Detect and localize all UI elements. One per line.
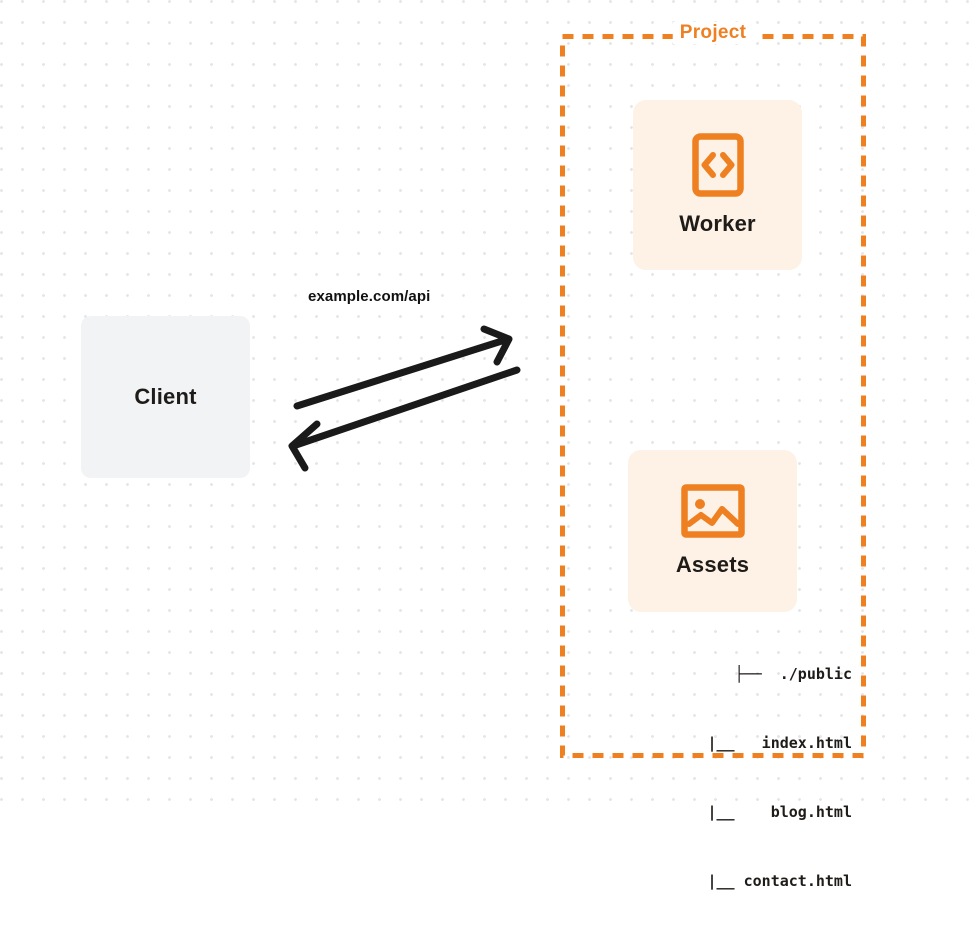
client-label: Client [134, 384, 197, 409]
card-worker[interactable]: Worker [633, 100, 802, 270]
project-title: Project [672, 22, 754, 44]
file-tree-row: |__ blog.html [707, 803, 853, 821]
card-assets-label: Assets [675, 552, 750, 577]
file-tree-row: ├── ./public [734, 665, 852, 683]
response-arrow [288, 366, 521, 472]
file-tree-row: |__ contact.html [707, 872, 853, 890]
client-box: Client [81, 316, 250, 478]
image-icon [680, 484, 745, 538]
file-tree: ├── ./public |__ index.html |__ blog.htm… [604, 617, 853, 939]
diagram-canvas: Client example.com/api Project Worker [0, 0, 980, 890]
card-worker-label: Worker [679, 211, 756, 236]
file-tree-row: |__ index.html [707, 734, 853, 752]
card-assets[interactable]: Assets [628, 450, 797, 612]
connection-label: example.com/api [308, 288, 431, 305]
project-container: Project Worker Assets ├── ./public |__ i… [560, 22, 866, 890]
request-arrow [293, 325, 513, 410]
code-brackets-icon [691, 133, 744, 197]
